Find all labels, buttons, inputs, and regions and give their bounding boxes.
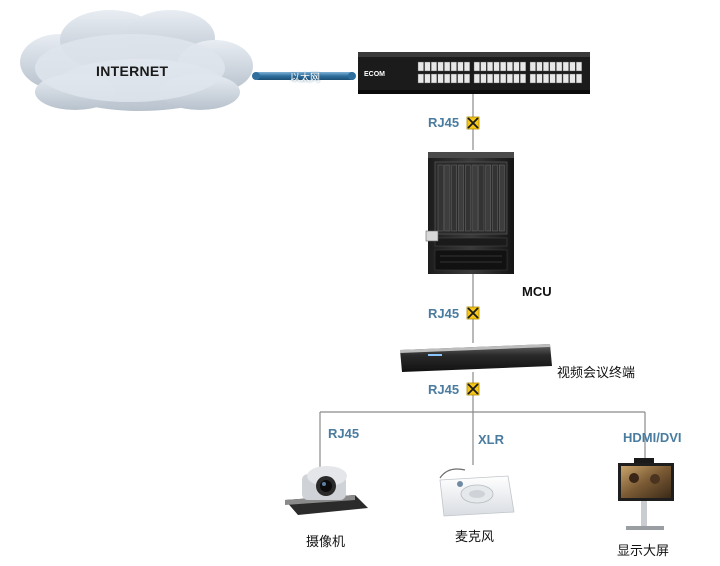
link-label-switch-mcu: RJ45 — [428, 115, 460, 130]
switch-port — [417, 73, 424, 84]
switch-port — [457, 73, 464, 84]
link-label-mcu-terminal: RJ45 — [428, 306, 460, 321]
microphone-connector-label: XLR — [478, 432, 504, 447]
switch-port — [450, 61, 457, 72]
camera-connector-label: RJ45 — [328, 426, 360, 441]
switch-port — [500, 61, 507, 72]
ethernet-label: 以太网 — [290, 73, 320, 84]
switch-port — [529, 73, 536, 84]
link-label-terminal-bus: RJ45 — [428, 382, 460, 397]
display-label: 显示大屏 — [617, 544, 670, 559]
switch-port — [556, 73, 563, 84]
switch-port — [464, 61, 471, 72]
switch-port — [487, 73, 494, 84]
switch-port — [437, 61, 444, 72]
switch-port — [417, 61, 424, 72]
switch-port — [473, 73, 480, 84]
switch-port — [556, 61, 563, 72]
switch-port — [506, 73, 513, 84]
rack-slot — [485, 164, 492, 232]
switch-port — [536, 73, 543, 84]
switch-port — [487, 61, 494, 72]
switch-port — [493, 73, 500, 84]
rack-slot — [451, 164, 458, 232]
display-screen — [618, 458, 674, 530]
switch-port — [549, 61, 556, 72]
rack-slot — [437, 164, 444, 232]
network-switch — [358, 52, 590, 94]
camera-label: 摄像机 — [306, 535, 346, 550]
switch-port — [569, 73, 576, 84]
rack-slot — [465, 164, 471, 232]
connector-marker — [466, 382, 480, 396]
switch-port — [562, 61, 569, 72]
switch-port — [513, 73, 520, 84]
switch-port — [506, 61, 513, 72]
switch-port — [513, 61, 520, 72]
rack-slot — [478, 164, 485, 232]
switch-port — [536, 61, 543, 72]
switch-port — [543, 61, 550, 72]
switch-port — [457, 61, 464, 72]
switch-port — [473, 61, 480, 72]
switch-port — [424, 61, 431, 72]
switch-port — [444, 73, 451, 84]
terminal-label: 视频会议终端 — [557, 366, 636, 381]
switch-port — [562, 73, 569, 84]
switch-port — [520, 73, 527, 84]
table-microphone — [439, 468, 515, 517]
switch-port — [464, 73, 471, 84]
switch-port — [520, 61, 527, 72]
switch-brand: ECOM — [364, 71, 385, 78]
switch-port — [569, 61, 576, 72]
connector-marker — [466, 306, 480, 320]
switch-port — [444, 61, 451, 72]
display-connector-label: HDMI/DVI — [623, 430, 682, 445]
internet-label: INTERNET — [96, 63, 169, 79]
rack-slot — [458, 164, 464, 232]
mcu-rack — [425, 152, 514, 274]
switch-port — [450, 73, 457, 84]
switch-port — [437, 73, 444, 84]
ptz-camera — [285, 466, 368, 515]
rack-slot — [444, 164, 451, 232]
trunk-lines — [319, 94, 646, 470]
switch-port — [543, 73, 550, 84]
switch-port — [576, 61, 583, 72]
switch-port — [529, 61, 536, 72]
conference-terminal — [400, 344, 552, 372]
ethernet-cable — [252, 72, 356, 80]
switch-port — [549, 73, 556, 84]
switch-port — [431, 61, 438, 72]
switch-port — [480, 61, 487, 72]
rack-slot — [492, 164, 498, 232]
connector-marker — [466, 116, 480, 130]
switch-port — [424, 73, 431, 84]
switch-port — [500, 73, 507, 84]
switch-port — [431, 73, 438, 84]
mcu-label: MCU — [522, 284, 552, 299]
rack-slot — [499, 164, 505, 232]
microphone-label: 麦克风 — [455, 530, 495, 545]
switch-port — [480, 73, 487, 84]
internet-cloud — [20, 10, 253, 111]
switch-port — [493, 61, 500, 72]
rack-slot — [471, 164, 478, 232]
switch-port — [576, 73, 583, 84]
